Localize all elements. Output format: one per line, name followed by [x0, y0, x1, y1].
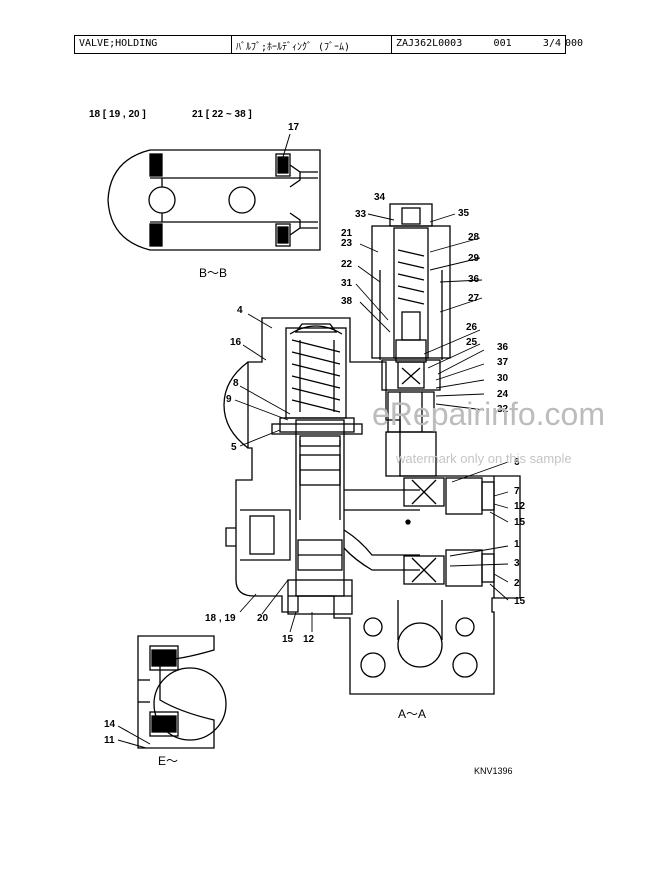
callout-24: 24 — [497, 389, 509, 400]
watermark-note: watermark only on this sample — [396, 451, 572, 466]
section-ee-caption: E～ — [158, 754, 179, 768]
callout-26: 26 — [466, 322, 478, 333]
item-number: 001 — [493, 38, 512, 49]
callout-16: 16 — [230, 337, 242, 348]
callout-25: 25 — [466, 337, 478, 348]
callout-34: 34 — [374, 192, 386, 203]
callout-2: 2 — [514, 578, 520, 589]
section-aa-caption: A～A — [398, 707, 427, 721]
callout-4: 4 — [237, 305, 243, 316]
trailing-code: 000 — [565, 38, 584, 49]
part-code: ZAJ362L0003 — [396, 38, 463, 49]
figure-code: KNV1396 — [474, 766, 513, 776]
callout-30: 30 — [497, 373, 509, 384]
callout-32: 32 — [497, 404, 509, 415]
callout-20: 20 — [257, 613, 269, 624]
callout-23: 23 — [341, 238, 353, 249]
part-name-en: VALVE;HOLDING — [75, 36, 232, 53]
callout-17: 17 — [288, 122, 300, 133]
callout-1: 1 — [514, 539, 520, 550]
leader-lines — [234, 213, 509, 633]
callout-21: 21 — [341, 228, 353, 239]
page-number: 3/4 — [542, 38, 561, 49]
callout-22: 22 — [341, 259, 353, 270]
callout-28: 28 — [468, 232, 480, 243]
section-bb-caption: B～B — [199, 266, 228, 280]
callout-15-right-upper: 15 — [514, 517, 526, 528]
part-name-jp: ﾊﾞﾙﾌﾞ;ﾎｰﾙﾃﾞｨﾝｸﾞ (ﾌﾞｰﾑ) — [232, 36, 392, 53]
callout-14: 14 — [104, 719, 116, 730]
callout-7: 7 — [514, 486, 520, 497]
callout-11: 11 — [104, 735, 115, 746]
section-aa-body — [223, 317, 521, 695]
section-bb-view — [107, 133, 321, 251]
callout-3: 3 — [514, 558, 520, 569]
callout-29: 29 — [468, 253, 480, 264]
callout-36-lower: 36 — [497, 342, 509, 353]
callout-12-right: 12 — [514, 501, 526, 512]
callout-5: 5 — [231, 442, 237, 453]
part-code-cell: ZAJ362L0003 001 3/4 — [392, 36, 565, 53]
callout-35: 35 — [458, 208, 470, 219]
callout-15-bottom: 15 — [282, 634, 294, 645]
callout-15-right-lower: 15 — [514, 596, 526, 607]
section-ee-view — [117, 635, 227, 749]
callout-37: 37 — [497, 357, 509, 368]
ref-18-19-20: 18 [ 19 , 20 ] — [89, 109, 146, 120]
watermark-site: eRepairinfo.com — [372, 396, 605, 432]
callout-36-upper: 36 — [468, 274, 480, 285]
callout-18-19: 18 , 19 — [205, 613, 236, 624]
callout-9: 9 — [226, 394, 232, 405]
title-block: VALVE;HOLDING ﾊﾞﾙﾌﾞ;ﾎｰﾙﾃﾞｨﾝｸﾞ (ﾌﾞｰﾑ) ZAJ… — [74, 35, 566, 54]
pilot-valve — [371, 203, 451, 477]
callout-12-bottom: 12 — [303, 634, 315, 645]
ref-21-22-38: 21 [ 22 ~ 38 ] — [192, 109, 252, 120]
callout-27: 27 — [468, 293, 480, 304]
callout-6: 6 — [514, 457, 520, 468]
callout-31: 31 — [341, 278, 353, 289]
callout-38: 38 — [341, 296, 353, 307]
callout-33: 33 — [355, 209, 367, 220]
callout-8: 8 — [233, 378, 239, 389]
